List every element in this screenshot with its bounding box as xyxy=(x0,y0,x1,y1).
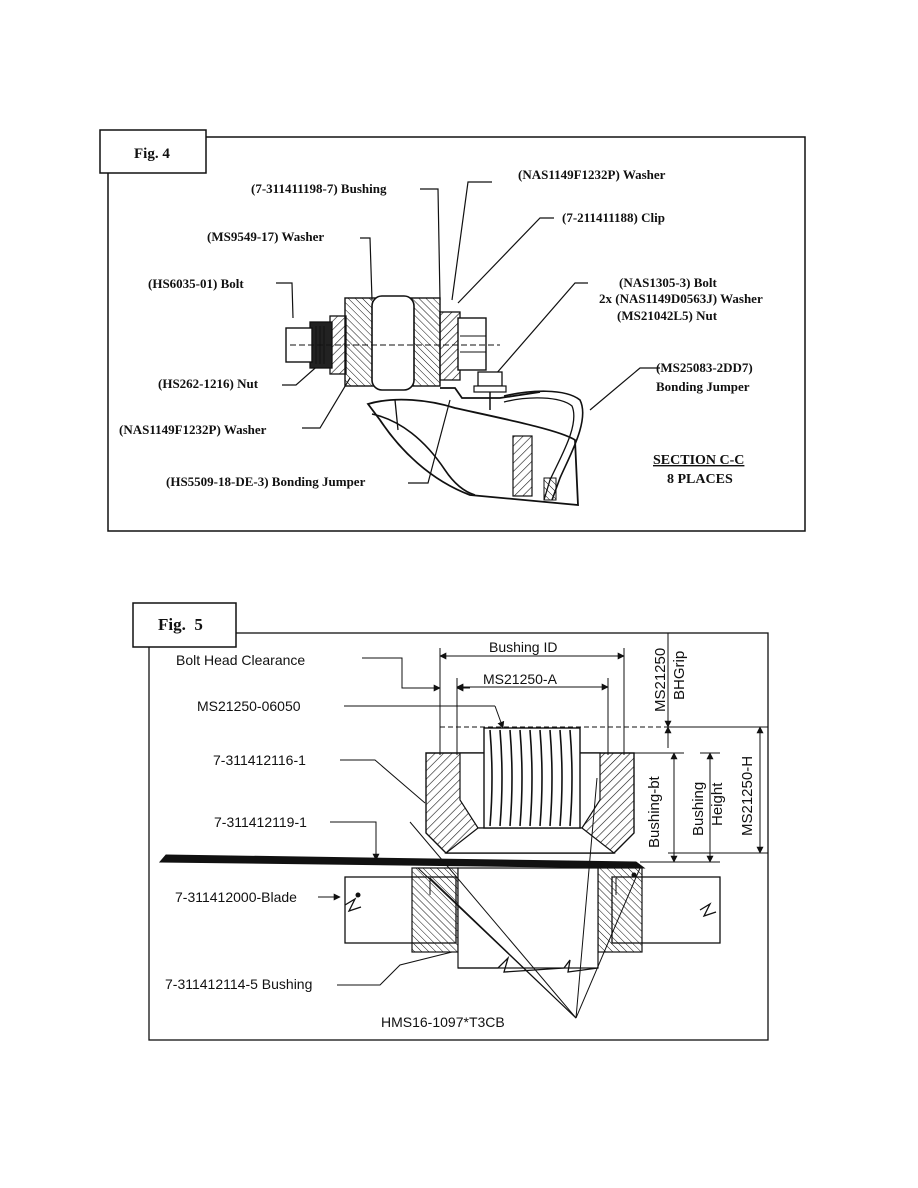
label-bushing-bt: Bushing-bt xyxy=(646,775,663,848)
label-hms: HMS16-1097*T3CB xyxy=(381,1014,505,1030)
label-ms21250-06050: MS21250-06050 xyxy=(197,698,301,714)
fig4-jumper-terminal xyxy=(543,477,557,501)
label-clip: (7-211411188) Clip xyxy=(562,210,665,225)
fig5-bushing-114-left xyxy=(411,867,459,953)
fig5-break-left xyxy=(344,897,362,913)
fig5-nut-threads xyxy=(489,729,573,827)
figure-5: Fig. 5 xyxy=(132,602,769,1041)
label-jumper-ms25083-name: Bonding Jumper xyxy=(656,379,750,394)
label-ms21250-a: MS21250-A xyxy=(483,671,558,687)
label-bhgrip-spec: MS21250 xyxy=(652,648,669,712)
label-bushing-height-1: Bushing xyxy=(690,782,707,836)
label-bolt-hs6035: (HS6035-01) Bolt xyxy=(148,276,244,291)
fig4-nut-right xyxy=(457,317,487,371)
label-ms21250-h: MS21250-H xyxy=(739,756,756,836)
label-washer-nas-top: (NAS1149F1232P) Washer xyxy=(518,167,666,182)
fig4-structure-flange xyxy=(366,398,579,506)
fig4-web-section xyxy=(512,435,533,497)
fig5-bushing-114-right xyxy=(597,867,643,953)
fig5-bushing-section xyxy=(158,727,721,973)
fig5-break-bottom xyxy=(458,955,599,973)
section-places: 8 PLACES xyxy=(667,472,733,487)
figure-4-leaders xyxy=(276,181,660,484)
fig5-break-right xyxy=(699,902,717,918)
label-part-116: 7-311412116-1 xyxy=(213,752,306,768)
fig5-blade-dot-left xyxy=(355,892,361,898)
label-jumper-hs5509: (HS5509-18-DE-3) Bonding Jumper xyxy=(166,474,366,489)
fig4-clip xyxy=(440,387,541,399)
label-bushing-114: 7-311412114-5 Bushing xyxy=(165,976,312,992)
label-bushing-height-2: Height xyxy=(709,782,726,826)
fig4-jumper-ms25083-inner xyxy=(503,397,575,501)
fig5-blade-dot-right xyxy=(631,872,637,878)
fig5-washer-119 xyxy=(158,854,646,869)
fig5-bushing-114-bore xyxy=(457,867,599,969)
figure-5-tag: Fig. 5 xyxy=(158,615,203,634)
label-bhgrip: BHGrip xyxy=(671,651,688,700)
fig4-assembly-drawing xyxy=(285,295,584,506)
label-washer-2x: 2x (NAS1149D0563J) Washer xyxy=(599,291,763,306)
section-title: SECTION C-C xyxy=(653,453,744,468)
fig4-jumper-ms25083 xyxy=(503,390,584,501)
fig4-small-nut xyxy=(477,371,503,387)
label-washer-ms9549: (MS9549-17) Washer xyxy=(207,229,324,244)
label-nut-ms21042: (MS21042L5) Nut xyxy=(617,308,718,323)
figure-4-tag: Fig. 4 xyxy=(134,146,170,162)
fig4-thread-marks xyxy=(315,326,325,364)
figure-5-tag-box xyxy=(132,602,237,648)
fig4-bushing-core xyxy=(371,295,415,391)
fig4-small-washer xyxy=(473,385,507,393)
label-jumper-ms25083-part: (MS25083-2DD7) xyxy=(656,360,753,375)
label-bolt-nas1305: (NAS1305-3) Bolt xyxy=(619,275,718,290)
figure-4-frame xyxy=(107,136,806,532)
label-bushing-id: Bushing ID xyxy=(489,639,557,655)
figure-4-tag-box xyxy=(99,129,207,174)
fig5-leaders xyxy=(318,705,641,1019)
fig5-dimensions xyxy=(362,648,764,863)
figure-4: Fig. 4 (7-311411198-7) Bushing (NAS1149F… xyxy=(99,129,806,532)
label-bolt-head-clearance: Bolt Head Clearance xyxy=(176,652,305,668)
label-part-119: 7-311412119-1 xyxy=(214,814,307,830)
figure-5-frame xyxy=(148,632,769,1041)
label-nut-hs262: (HS262-1216) Nut xyxy=(158,376,259,391)
label-washer-nas-bottom: (NAS1149F1232P) Washer xyxy=(119,422,267,437)
fig4-flange-curve xyxy=(371,413,476,496)
label-bushing: (7-311411198-7) Bushing xyxy=(251,181,387,196)
fig4-washer-right xyxy=(439,311,461,381)
label-blade: 7-311412000-Blade xyxy=(175,889,297,905)
